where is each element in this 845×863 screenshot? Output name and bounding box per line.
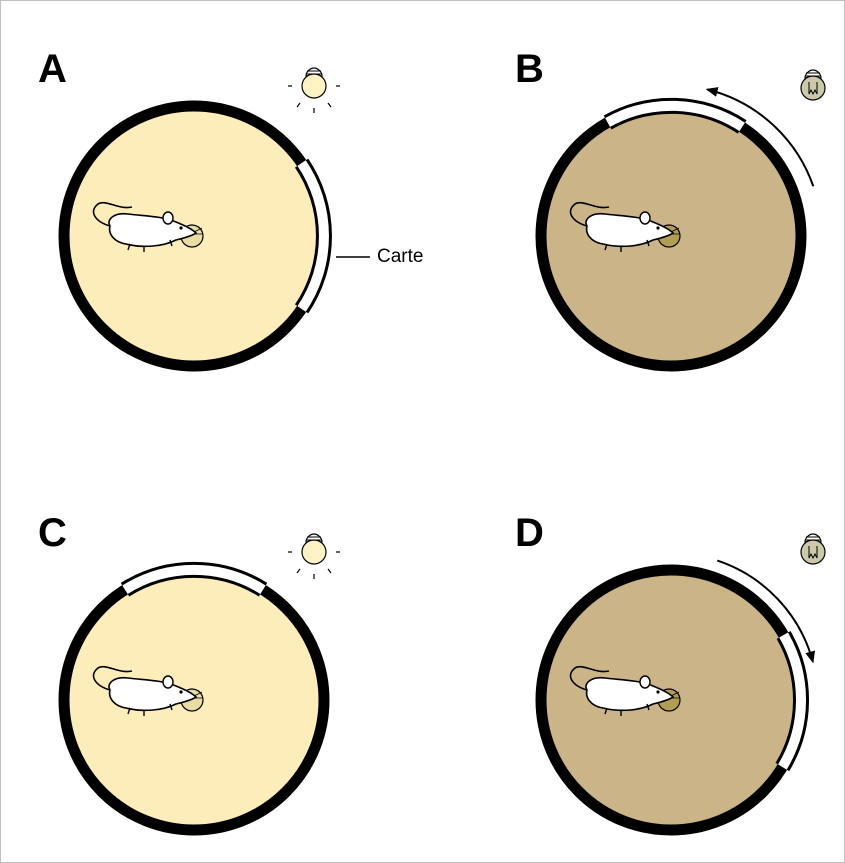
panel-c: C — [38, 511, 340, 836]
bulb-filament — [808, 546, 818, 560]
light-rays — [288, 551, 340, 579]
cue-card-b — [605, 100, 745, 132]
bulb-filament — [808, 82, 818, 96]
lightbulb-off-icon — [800, 533, 826, 565]
lightbulb-on-icon — [288, 67, 340, 113]
panel-d: D — [515, 511, 826, 836]
light-rays — [288, 85, 340, 113]
cue-card-a — [297, 160, 329, 312]
panel-letter-b: B — [515, 47, 544, 91]
panel-a: A Carte — [38, 47, 423, 372]
panel-letter-d: D — [515, 511, 544, 555]
lightbulb-on-icon — [288, 533, 340, 579]
rotation-arrow-icon — [705, 87, 815, 187]
bulb-glass — [800, 75, 826, 101]
bulb-glass — [301, 73, 327, 99]
cue-card-d — [778, 632, 806, 770]
cue-card-c — [122, 564, 266, 594]
panel-letter-c: C — [38, 511, 67, 555]
panel-letter-a: A — [38, 47, 67, 91]
panel-b: B — [515, 47, 826, 372]
rotation-arrow-icon — [716, 559, 815, 664]
bulb-glass — [800, 539, 826, 565]
bulb-glass — [301, 539, 327, 565]
cue-card-label: Carte — [377, 246, 423, 267]
lightbulb-off-icon — [800, 69, 826, 101]
